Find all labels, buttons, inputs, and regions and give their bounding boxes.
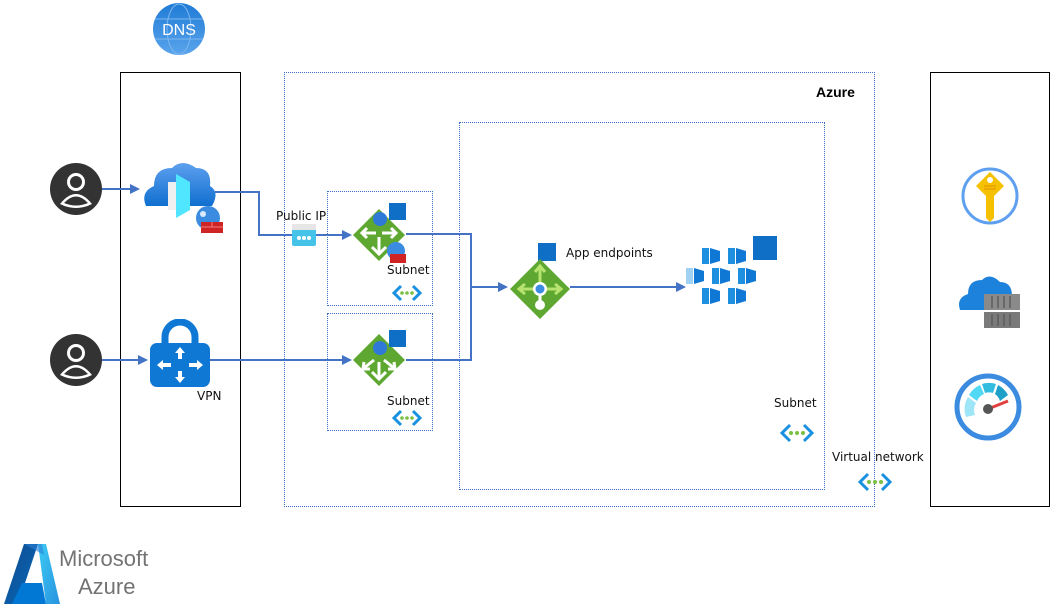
aks-pod-grid	[686, 248, 756, 304]
internal-load-balancer-icon[interactable]	[508, 243, 574, 319]
connector-appgw-top-to-lb	[406, 233, 472, 287]
connector-appgw-bottom-to-lb	[406, 287, 472, 361]
user-icon-bottom	[50, 334, 102, 386]
monitor-icon[interactable]	[954, 373, 1022, 441]
gateway-subnet-bottom	[327, 313, 433, 431]
brand-line-1: Microsoft	[59, 546, 149, 571]
brand-line-2: Azure	[78, 574, 136, 599]
azure-region-boundary	[284, 72, 875, 507]
azure-region-label: Azure	[816, 84, 855, 100]
app-subnet-boundary	[459, 122, 825, 490]
vpn-gateway-icon[interactable]	[149, 319, 211, 389]
azure-logo-icon	[4, 544, 60, 604]
connector-front-door-to-appgw-top	[215, 191, 352, 240]
app-subnet-label: Subnet	[774, 396, 817, 410]
public-ip-icon[interactable]	[292, 224, 316, 246]
shared-services-panel	[930, 72, 1050, 507]
virtual-network-icon	[857, 472, 893, 492]
subnet-icon-top	[392, 284, 422, 302]
dns-icon: DNS	[153, 3, 205, 55]
key-vault-icon[interactable]	[960, 166, 1020, 226]
application-gateway-icon[interactable]	[352, 330, 412, 390]
subnet-top-label: Subnet	[387, 263, 430, 277]
edge-services-panel	[120, 72, 241, 507]
public-ip-label: Public IP	[276, 209, 327, 223]
application-gateway-waf-icon[interactable]	[352, 203, 412, 265]
vpn-label: VPN	[197, 389, 222, 403]
front-door-waf-icon[interactable]	[140, 156, 228, 236]
subnet-icon-app	[779, 423, 815, 443]
subnet-icon-bottom	[392, 409, 422, 427]
virtual-network-label: Virtual network	[832, 450, 924, 464]
dns-label: DNS	[162, 22, 196, 39]
gateway-subnet-top	[327, 191, 433, 306]
subnet-bottom-label: Subnet	[387, 394, 430, 408]
kubernetes-cluster-icon[interactable]	[686, 236, 780, 312]
container-registry-icon[interactable]	[956, 274, 1024, 332]
app-endpoints-label: App endpoints	[566, 246, 653, 260]
user-icon-top	[50, 163, 102, 215]
